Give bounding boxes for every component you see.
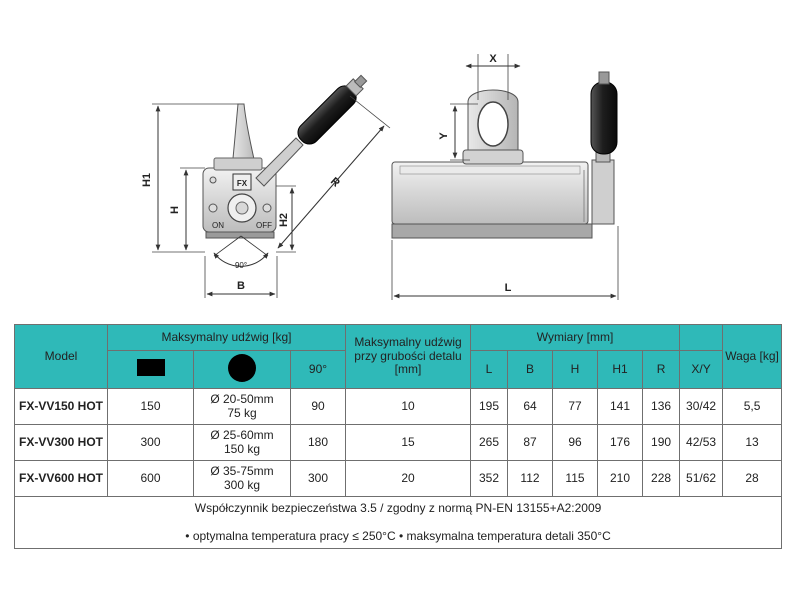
row-L: 265	[470, 424, 508, 461]
row-XY: 30/42	[679, 388, 724, 425]
footer-row: Współczynnik bezpieczeństwa 3.5 / zgodny…	[13, 496, 783, 549]
row-XY: 42/53	[679, 424, 724, 461]
row-thickness: 10	[345, 388, 471, 425]
header-round-icon	[193, 350, 291, 389]
header-R: R	[641, 350, 681, 389]
header-H: H	[552, 350, 598, 389]
l-label: L	[505, 282, 512, 294]
off-label: OFF	[256, 221, 272, 230]
footer-notes: Współczynnik bezpieczeństwa 3.5 / zgodny…	[13, 496, 783, 549]
header-L: L	[470, 350, 508, 389]
row-R: 228	[641, 460, 681, 497]
h1-label: H1	[141, 173, 153, 187]
row-thickness: 20	[345, 460, 471, 497]
row-model: FX-VV150 HOT	[14, 388, 108, 425]
y-label: Y	[438, 132, 450, 140]
spec-table: Model Maksymalny udźwig [kg] Maksymalny …	[13, 324, 783, 549]
row-L: 352	[470, 460, 508, 497]
angle-label: 90°	[235, 261, 247, 270]
round-circle-icon	[228, 353, 256, 382]
row-thickness: 15	[345, 424, 471, 461]
footer-safety-note: Współczynnik bezpieczeństwa 3.5 / zgodny…	[194, 500, 602, 515]
x-label: X	[489, 53, 497, 65]
row-weight: 5,5	[722, 388, 783, 425]
row-H1: 141	[597, 388, 643, 425]
row-B: 87	[507, 424, 553, 461]
side-view: FX ON OFF 90° H1 H	[141, 74, 391, 298]
flat-square-icon	[136, 359, 165, 377]
row-round-dia: Ø 35-75mm	[210, 463, 274, 478]
row-H: 96	[552, 424, 598, 461]
footer-temperature-note: • optymalna temperatura pracy ≤ 250°C • …	[185, 528, 611, 543]
row-round-kg: 75 kg	[227, 405, 257, 420]
row-R: 136	[641, 388, 681, 425]
row-90deg: 90	[290, 388, 346, 425]
row-flat: 150	[107, 388, 194, 425]
row-round-dia: Ø 25-60mm	[210, 427, 274, 442]
header-dimensions: Wymiary [mm]	[469, 324, 681, 351]
row-H: 115	[552, 460, 598, 497]
on-label: ON	[212, 221, 224, 230]
header-flat-icon	[107, 350, 194, 389]
row-B: 64	[507, 388, 553, 425]
row-model: FX-VV600 HOT	[14, 460, 108, 497]
row-weight: 28	[722, 460, 783, 497]
header-H1: H1	[597, 350, 643, 389]
h-label: H	[169, 206, 181, 214]
row-round-dia: Ø 20-50mm	[210, 391, 274, 406]
row-H: 77	[552, 388, 598, 425]
row-B: 112	[507, 460, 553, 497]
row-flat: 300	[107, 424, 194, 461]
logo-text: FX	[237, 179, 248, 188]
header-XY: X/Y	[679, 350, 724, 389]
front-view: X Y L	[391, 53, 619, 300]
row-R: 190	[641, 424, 681, 461]
technical-drawing: FX ON OFF 90° H1 H	[141, 53, 619, 300]
row-90deg: 180	[290, 424, 346, 461]
b-label: B	[237, 280, 245, 292]
row-H1: 210	[597, 460, 643, 497]
row-flat: 600	[107, 460, 194, 497]
header-max-capacity: Maksymalny udźwig [kg]	[107, 324, 346, 351]
header-90deg: 90°	[290, 350, 346, 389]
h2-label: H2	[278, 213, 290, 227]
row-weight: 13	[722, 424, 783, 461]
row-90deg: 300	[290, 460, 346, 497]
row-L: 195	[470, 388, 508, 425]
header-weight: Waga [kg]	[722, 324, 783, 389]
header-model: Model	[14, 324, 108, 389]
row-model: FX-VV300 HOT	[14, 424, 108, 461]
row-XY: 51/62	[679, 460, 724, 497]
header-B: B	[507, 350, 553, 389]
row-H1: 176	[597, 424, 643, 461]
header-xy-spacer	[679, 324, 724, 351]
row-round-kg: 300 kg	[223, 477, 261, 492]
row-round-kg: 150 kg	[223, 441, 261, 456]
header-max-capacity-thickness: Maksymalny udźwig przy grubości detalu […	[345, 324, 471, 389]
